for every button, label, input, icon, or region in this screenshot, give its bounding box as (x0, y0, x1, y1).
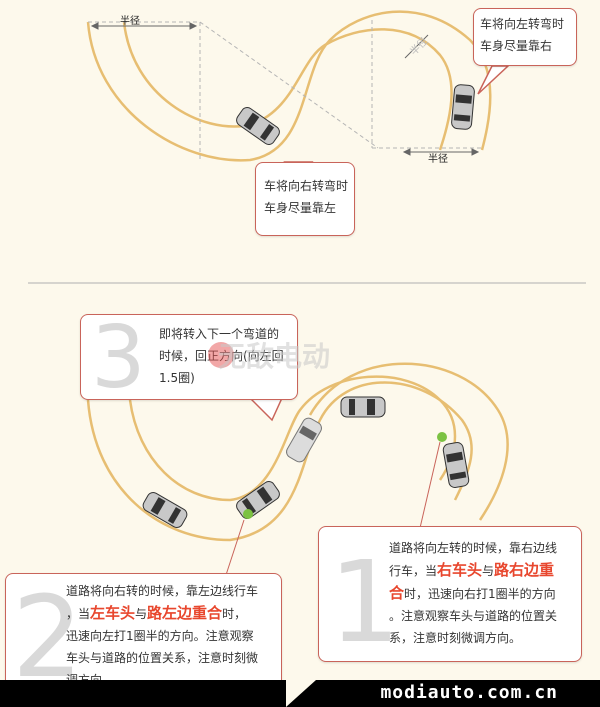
step1-line-4: 。注意观察车头与道路的位置关 (389, 609, 558, 623)
bottom-car-right (442, 442, 470, 488)
arrowhead-right-a (402, 148, 411, 156)
top-arrows (90, 22, 480, 156)
step3-line-1: 即将转入下一个弯道的 (159, 327, 280, 341)
top-road-outer-edge (86, 10, 492, 162)
bubble-bottom-center: 车将向右转弯时 车身尽量靠左 (255, 162, 355, 236)
bubble-top-right-line-2: 车身尽量靠右 (480, 39, 553, 53)
footer-bar: modiauto.com.cn (0, 680, 600, 707)
step2-highlight-left-head: 左车头 (90, 604, 136, 622)
step2-text: 道路将向右转的时候，靠左边线行车 ，当左车头与路左边重合时， 迅速向左打1圈半的… (66, 580, 258, 691)
bubble-bottom-center-line-2: 车身尽量靠左 (264, 201, 337, 215)
top-car-right (451, 84, 475, 130)
step2-line-1: 道路将向右转的时候，靠左边线行车 (66, 584, 259, 598)
step1-line-2-mid: 与 (482, 564, 495, 578)
step2-line-4: 车头与道路的位置关系，注意时刻微 (66, 651, 259, 665)
bottom-road-inner-edge (128, 375, 457, 502)
step1-bubble: 1 道路将向左转的时候，靠右边线 行车，当右车头与路右边重 合时，迅速向右打1圈… (318, 526, 582, 662)
bottom-road-far-edge (308, 362, 509, 521)
top-road-inner-edge (122, 21, 453, 151)
marker-connector-right (419, 441, 441, 529)
bubble-tail-top-right (477, 65, 510, 95)
step2-line-2-pre: ，当 (66, 607, 91, 621)
arrowhead-right-b (471, 148, 480, 156)
step3-line-3: 1.5圈) (159, 371, 195, 385)
bottom-car-straight (286, 417, 322, 463)
step2-line-2: ，当左车头与路左边重合时， (66, 602, 258, 625)
step1-line-5: 系，注意时刻微调方向。 (389, 631, 522, 645)
marker-connector-left (224, 519, 245, 579)
radius-label-right: 半径 (428, 154, 448, 165)
step2-highlight-left-edge: 路左边重合 (147, 604, 223, 622)
bubble-tail-step3 (248, 397, 284, 422)
bottom-car-start (142, 492, 188, 528)
top-road (86, 10, 492, 162)
step2-line-2-mid: 与 (135, 607, 148, 621)
step1-highlight-he: 合 (389, 584, 405, 602)
step1-number: 1 (329, 538, 401, 668)
step3-number: 3 (91, 308, 146, 408)
green-marker-right (437, 432, 447, 442)
step3-bubble: 3 即将转入下一个弯道的 时候，回正方向(向左回 1.5圈) (80, 308, 298, 408)
step3-text: 即将转入下一个弯道的 时候，回正方向(向左回 1.5圈) (159, 323, 284, 389)
footer-wedge (286, 680, 316, 707)
watermark: 无敌电动 (218, 340, 331, 373)
top-guides (88, 20, 482, 160)
step1-highlight-right-edge: 路右边重 (494, 561, 555, 579)
step1-line-2: 行车，当右车头与路右边重 (389, 559, 557, 582)
arrowhead-left-a (90, 22, 99, 30)
bubble-top-right: 车将向左转弯时 车身尽量靠右 (473, 8, 577, 66)
bottom-car-top (340, 396, 386, 418)
guide-diagonal (199, 21, 379, 149)
watermark-dot (208, 342, 234, 368)
step1-line-3-post: 时，迅速向右打1圈半的方向 (404, 587, 556, 601)
top-car-left (236, 107, 280, 145)
step2-number: 2 (12, 573, 84, 703)
radius-label-left: 半径 (120, 16, 140, 27)
radius-arrow-diagonal (404, 34, 429, 59)
step1-line-3: 合时，迅速向右打1圈半的方向 (389, 582, 557, 605)
step1-highlight-right-head: 右车头 (437, 561, 483, 579)
step1-line-2-pre: 行车，当 (389, 564, 438, 578)
bubble-bottom-center-line-1: 车将向右转弯时 (264, 179, 349, 193)
step1-line-1: 道路将向左转的时候，靠右边线 (389, 541, 558, 555)
step2-line-3: 迅速向左打1圈半的方向。注意观察 (66, 629, 254, 643)
bubble-top-right-line-1: 车将向左转弯时 (480, 17, 565, 31)
footer-url: modiauto.com.cn (380, 682, 558, 703)
step1-text: 道路将向左转的时候，靠右边线 行车，当右车头与路右边重 合时，迅速向右打1圈半的… (389, 537, 557, 649)
step2-line-2-post: 时， (222, 607, 247, 621)
arrowhead-left-b (189, 22, 198, 30)
green-marker-left (243, 509, 253, 519)
